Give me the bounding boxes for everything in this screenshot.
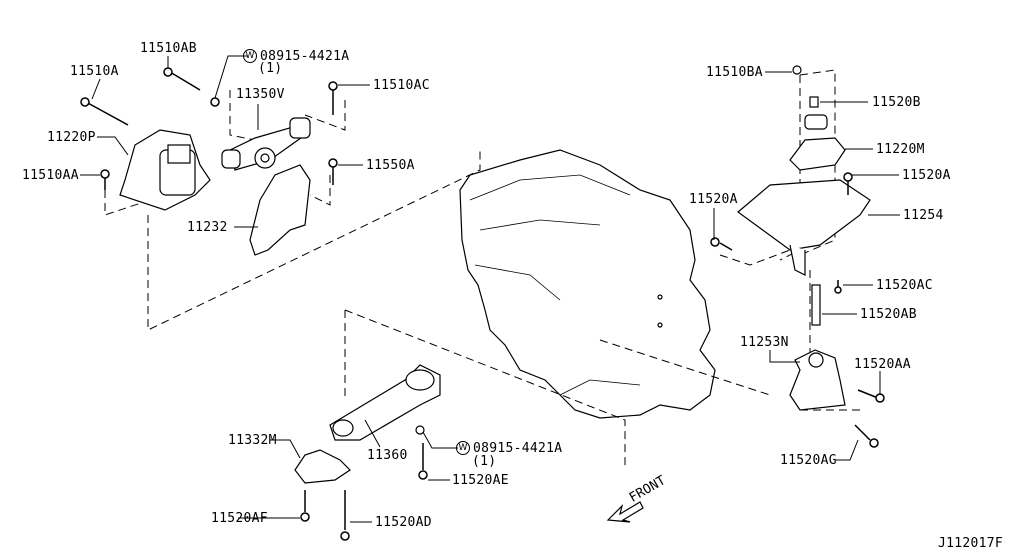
label-11510AB[interactable]: 11510AB (140, 41, 197, 56)
label-11520AF[interactable]: 11520AF (211, 511, 268, 526)
bracket-11332M (294, 449, 351, 484)
label-11220M[interactable]: 11220M (876, 142, 925, 157)
label-11520AB[interactable]: 11520AB (860, 307, 917, 322)
label-11232[interactable]: 11232 (187, 220, 228, 235)
label-11220P[interactable]: 11220P (47, 130, 96, 145)
label-11520AD[interactable]: 11520AD (375, 515, 432, 530)
label-11520A-right[interactable]: 11520A (902, 168, 951, 183)
label-11520AA[interactable]: 11520AA (854, 357, 911, 372)
engine-mount-11220M (789, 137, 846, 171)
label-washer-top-qty: (1) (258, 61, 283, 76)
label-11520A-left[interactable]: 11520A (689, 192, 738, 207)
label-11550A[interactable]: 11550A (366, 158, 415, 173)
label-11360[interactable]: 11360 (367, 448, 408, 463)
label-11510AC[interactable]: 11510AC (373, 78, 430, 93)
label-11520AE[interactable]: 11520AE (452, 473, 509, 488)
label-11510A[interactable]: 11510A (70, 64, 119, 79)
label-11510BA[interactable]: 11510BA (706, 65, 763, 80)
label-11254[interactable]: 11254 (903, 208, 944, 223)
label-11520AC[interactable]: 11520AC (876, 278, 933, 293)
label-washer-top-code[interactable]: 08915-4421A (260, 49, 350, 64)
nut-11510BA (792, 65, 802, 75)
engine-mount-11220P (119, 129, 211, 211)
bracket-11232 (249, 164, 311, 256)
washer-symbol-bottom: W (456, 441, 470, 455)
bracket-11254 (737, 179, 871, 251)
bushing (804, 114, 828, 130)
insulator-11253N (789, 349, 846, 411)
diagram-code: J112017F (938, 536, 1004, 551)
label-11350V[interactable]: 11350V (236, 87, 285, 102)
washer-symbol: W (243, 49, 257, 63)
label-washer-bottom-qty: (1) (472, 454, 497, 469)
label-washer-bottom-code[interactable]: 08915-4421A (473, 441, 563, 456)
label-11520B[interactable]: 11520B (872, 95, 921, 110)
label-11332M[interactable]: 11332M (228, 433, 277, 448)
torque-rod-11350V (221, 117, 311, 171)
label-11253N[interactable]: 11253N (740, 335, 789, 350)
label-11510AA[interactable]: 11510AA (22, 168, 79, 183)
label-11520AG[interactable]: 11520AG (780, 453, 837, 468)
engine-block (459, 149, 716, 419)
front-arrow-icon (606, 501, 644, 523)
